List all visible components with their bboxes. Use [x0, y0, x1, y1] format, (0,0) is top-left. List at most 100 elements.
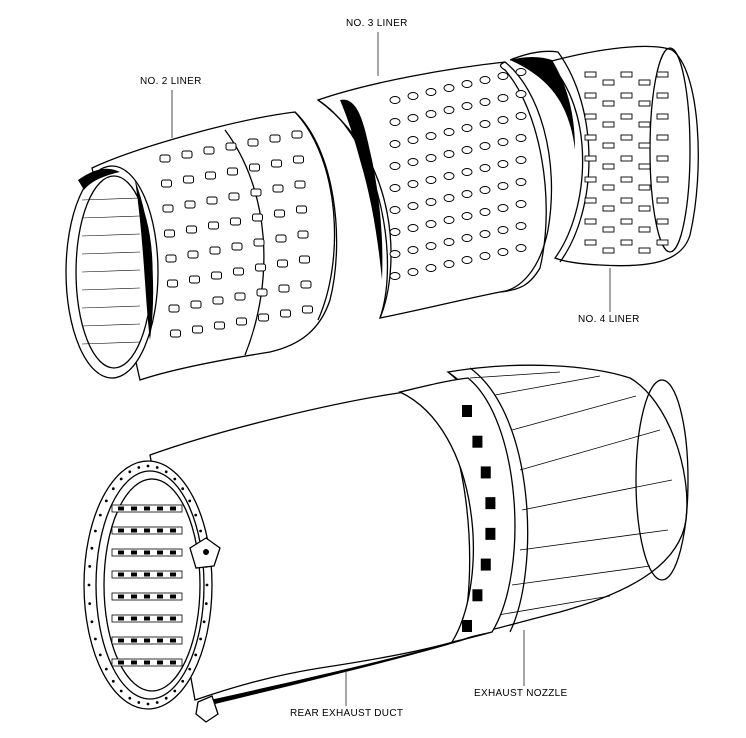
vane-notch — [144, 594, 150, 599]
cooling-slot — [656, 134, 669, 141]
cooling-hole — [479, 164, 491, 172]
cooling-hole — [206, 196, 218, 205]
ring-bolt — [128, 470, 132, 474]
cooling-hole — [230, 217, 241, 226]
cooling-hole — [407, 268, 419, 276]
cooling-slot — [656, 71, 669, 78]
cooling-hole — [425, 132, 437, 140]
ring-bolt — [98, 513, 102, 517]
cooling-hole — [461, 190, 473, 198]
cooling-slot — [638, 184, 651, 191]
cooling-hole — [275, 234, 287, 243]
inner-line — [81, 251, 141, 255]
vane-notch — [144, 572, 150, 577]
cooling-hole — [192, 325, 203, 334]
cooling-slot — [620, 71, 633, 78]
cooling-hole — [250, 188, 262, 197]
combustion-liner-assembly — [65, 32, 699, 381]
cooling-slot — [602, 184, 615, 191]
cooling-slot — [638, 79, 651, 86]
flange-studs — [462, 405, 496, 632]
cooling-slot — [602, 226, 615, 233]
cooling-hole — [280, 309, 291, 318]
cooling-slot — [638, 226, 651, 233]
cooling-slot — [620, 113, 633, 120]
cooling-hole — [212, 296, 224, 305]
cooling-hole — [497, 72, 509, 80]
no3-liner-part — [316, 61, 553, 319]
cooling-hole — [252, 213, 263, 222]
cooling-slot — [656, 218, 669, 225]
no4-liner-cooling-slots — [584, 71, 669, 254]
no2-liner-label: NO. 2 LINER — [140, 76, 202, 87]
cooling-hole — [461, 256, 473, 264]
ring-bolt — [88, 602, 92, 605]
cooling-hole — [255, 263, 266, 272]
cooling-hole — [170, 329, 181, 338]
cooling-hole — [461, 212, 473, 220]
vane-notch — [157, 594, 163, 599]
cooling-hole — [479, 142, 491, 150]
cooling-hole — [443, 238, 455, 246]
ring-bolt — [111, 679, 115, 683]
ring-bolt — [98, 653, 102, 657]
cooling-slot — [638, 205, 651, 212]
cooling-hole — [271, 159, 282, 168]
cooling-slot — [584, 134, 597, 141]
mounting-lug-lower — [195, 695, 219, 723]
ring-bolt — [146, 464, 150, 468]
ring-bolt — [188, 499, 192, 503]
vane-notch — [131, 616, 137, 621]
flange-stud — [462, 405, 472, 417]
vane-notch — [170, 660, 176, 665]
cooling-hole — [425, 88, 437, 96]
vane-notch — [131, 572, 137, 577]
rear-exhaust-duct-part — [83, 377, 516, 723]
cooling-hole — [407, 224, 419, 232]
ring-bolt — [173, 689, 177, 693]
inner-line — [81, 287, 141, 291]
cooling-hole — [461, 168, 473, 176]
cooling-hole — [162, 204, 174, 213]
cooling-hole — [407, 136, 419, 144]
cooling-slot — [620, 155, 633, 162]
ring-bolt — [94, 637, 97, 641]
nozzle-ribs — [469, 371, 673, 616]
cooling-slot — [638, 100, 651, 107]
no4-liner-label: NO. 4 LINER — [578, 314, 640, 325]
cooling-hole — [425, 110, 437, 118]
cooling-hole — [425, 242, 437, 250]
cooling-hole — [389, 118, 401, 126]
cooling-hole — [189, 275, 200, 284]
cooling-hole — [269, 134, 281, 143]
cooling-slot — [584, 239, 597, 246]
vane-notch — [131, 594, 137, 599]
cooling-hole — [461, 124, 473, 132]
ring-bolt — [111, 487, 115, 491]
cooling-hole — [479, 98, 491, 106]
vane-notch — [157, 638, 163, 643]
cooling-hole — [425, 176, 437, 184]
cooling-hole — [296, 205, 307, 214]
inner-line — [81, 233, 141, 237]
flange-stud — [462, 620, 472, 632]
flange-stud — [480, 558, 491, 571]
vane-notch — [118, 528, 124, 533]
cooling-slot — [602, 163, 615, 170]
cooling-hole — [515, 112, 527, 120]
cooling-hole — [407, 202, 419, 210]
vane-notch — [131, 550, 137, 555]
vane-notch — [170, 638, 176, 643]
cooling-slot — [638, 121, 651, 128]
cooling-hole — [479, 76, 491, 84]
cooling-slot — [656, 113, 669, 120]
cooling-hole — [225, 142, 237, 151]
cooling-slot — [602, 205, 615, 212]
vane-notch — [144, 616, 150, 621]
cooling-hole — [184, 200, 196, 209]
cooling-hole — [407, 180, 419, 188]
cooling-hole — [291, 130, 303, 139]
cooling-hole — [205, 171, 216, 180]
